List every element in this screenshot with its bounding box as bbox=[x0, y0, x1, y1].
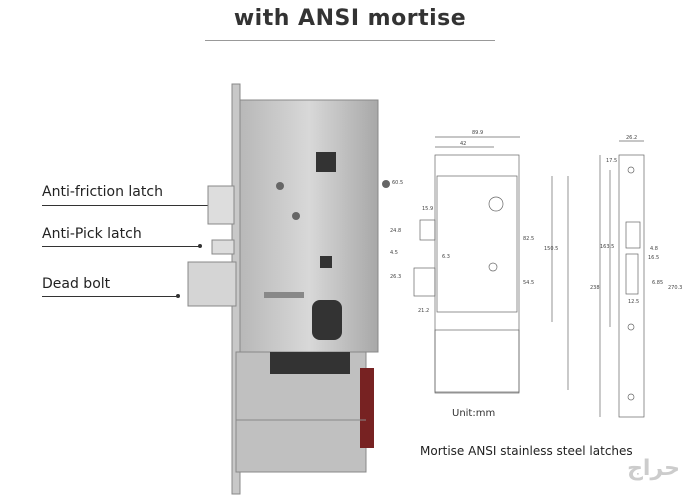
dim-label: 16.5 bbox=[648, 255, 660, 261]
leader-dot bbox=[198, 244, 202, 248]
dim-label: 150.5 bbox=[544, 246, 559, 252]
dim-label: 17.5 bbox=[606, 158, 618, 164]
dim-label: 12.5 bbox=[628, 299, 640, 305]
dim-label: 163.5 bbox=[600, 244, 615, 250]
title-underline bbox=[205, 40, 495, 41]
callout-anti-friction-latch: Anti-friction latch bbox=[42, 184, 163, 200]
dim-label: 21.2 bbox=[418, 308, 430, 314]
dim-label: 26.3 bbox=[390, 274, 402, 280]
dim-label: 89.9 bbox=[472, 130, 484, 136]
page-title: with ANSI mortise bbox=[233, 6, 467, 31]
caption: Mortise ANSI stainless steel latches bbox=[420, 444, 633, 458]
dim-label: 15.9 bbox=[422, 206, 434, 212]
dim-label: 24.8 bbox=[390, 228, 402, 234]
dim-label: 4.8 bbox=[650, 246, 658, 252]
callout-anti-pick-latch: Anti-Pick latch bbox=[42, 226, 142, 242]
dim-label: 6.3 bbox=[442, 254, 450, 260]
leader-dot bbox=[176, 294, 180, 298]
unit-label: Unit:mm bbox=[452, 408, 496, 419]
leader-line bbox=[42, 296, 178, 297]
callout-dead-bolt: Dead bolt bbox=[42, 276, 111, 292]
dim-label: 54.5 bbox=[523, 280, 535, 286]
dim-label: 270.3 bbox=[668, 285, 683, 291]
dim-label: 42 bbox=[460, 141, 467, 147]
leader-line bbox=[42, 205, 210, 206]
dim-label: 26.2 bbox=[626, 135, 638, 141]
leader-line bbox=[42, 246, 200, 247]
dim-label: 60.5 bbox=[392, 180, 404, 186]
dim-label: 238 bbox=[590, 285, 600, 291]
watermark: حراج bbox=[627, 456, 680, 481]
dim-label: 6.85 bbox=[652, 280, 664, 286]
dim-label: 82.5 bbox=[523, 236, 535, 242]
dim-label: 4.5 bbox=[390, 250, 398, 256]
